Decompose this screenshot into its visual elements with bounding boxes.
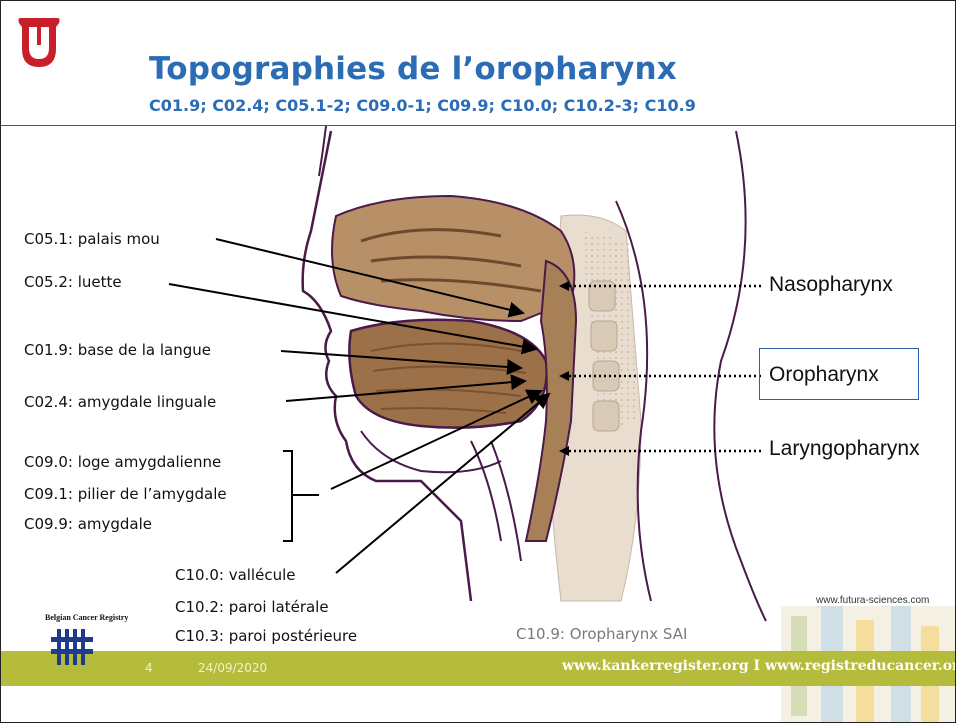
label-c09-0: C09.0: loge amygdalienne bbox=[24, 453, 221, 471]
label-c10-3: C10.3: paroi postérieure bbox=[175, 627, 357, 645]
footer-date: 24/09/2020 bbox=[198, 661, 267, 675]
label-c10-0: C10.0: vallécule bbox=[175, 566, 295, 584]
region-nasopharynx: Nasopharynx bbox=[769, 273, 893, 297]
footer-website[interactable]: www.kankerregister.org I www.registreduc… bbox=[562, 658, 956, 674]
label-c01-9: C01.9: base de la langue bbox=[24, 341, 211, 359]
label-c09-1: C09.1: pilier de l’amygdale bbox=[24, 485, 227, 503]
label-c05-2: C05.2: luette bbox=[24, 273, 122, 291]
label-c10-2: C10.2: paroi latérale bbox=[175, 598, 329, 616]
registry-tally-logo-icon bbox=[51, 625, 95, 667]
label-c10-9: C10.9: Oropharynx SAI bbox=[516, 625, 687, 643]
label-c05-1: C05.1: palais mou bbox=[24, 230, 160, 248]
tongue-shape bbox=[349, 320, 546, 428]
label-c02-4: C02.4: amygdale linguale bbox=[24, 393, 216, 411]
region-oropharynx: Oropharynx bbox=[769, 363, 879, 387]
page-number: 4 bbox=[145, 661, 153, 675]
c09-bracket bbox=[283, 451, 319, 541]
registry-name: Belgian Cancer Registry bbox=[45, 613, 128, 622]
anatomy-illustration bbox=[1, 1, 955, 651]
image-source: www.futura-sciences.com bbox=[816, 595, 929, 606]
label-c09-9: C09.9: amygdale bbox=[24, 515, 152, 533]
region-laryngopharynx: Laryngopharynx bbox=[769, 437, 920, 461]
